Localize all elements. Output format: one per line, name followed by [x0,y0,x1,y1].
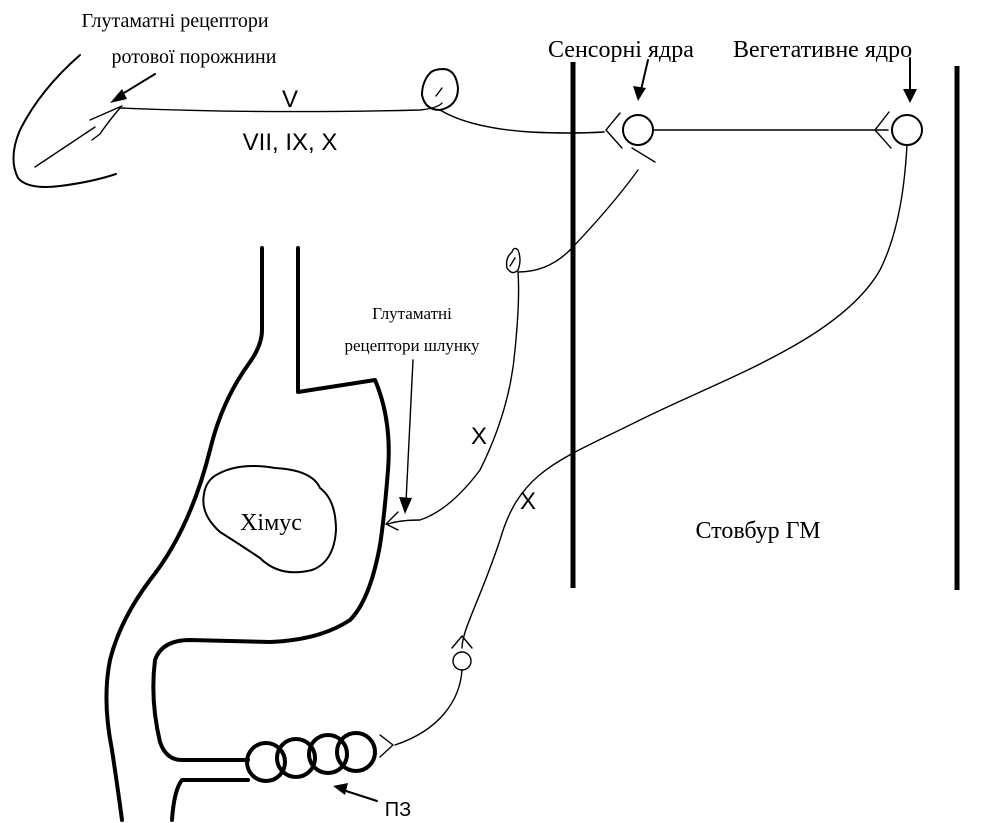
oral-cavity-tip-line [90,106,122,120]
gi-left-wall [106,248,262,820]
oral-receptors-label-line2: ротової порожнини [112,46,277,68]
stomach-receptors-label-line2: рецептори шлунку [344,336,480,355]
pancreas-synapse [380,735,393,757]
oral-central-fiber [440,110,604,133]
nerve-x-afferent-label: X [471,423,487,450]
stomach-receptors-arrow [399,360,413,514]
oral-cavity [13,55,122,187]
oral-cavity-outline [13,55,116,187]
brainstem-label: Стовбур ГМ [695,518,820,544]
vagal-central-fiber [518,170,638,272]
sensory-nuclei-label: Сенсорні ядра [548,37,694,63]
stomach-receptor-ending [386,512,398,530]
oral-receptors-arrow [110,74,155,103]
gi-right-wall [153,248,388,760]
vegetative-nucleus-soma [892,115,922,145]
nerve-x-efferent-label: X [520,488,536,515]
nerves-vii-ix-x-label: VII, IX, X [243,129,338,156]
nerve-v-label: V [282,86,298,113]
pancreas-arrow [333,783,377,801]
oral-cavity-inner-line [35,127,95,167]
pancreas-label: ПЗ [385,799,411,821]
chyme-label: Хімус [240,510,302,536]
postganglionic-fiber [395,670,462,745]
peripheral-ganglion [452,636,472,670]
sensory-nucleus-neuron [606,113,888,162]
efferent-vagal-fiber [462,145,907,648]
stomach-receptors-label-line1: Глутаматні [372,304,452,323]
oral-receptors-label-line1: Глутаматні рецептори [81,10,268,32]
oral-sensory-ganglion [422,69,458,110]
sensory-nucleus-soma [623,115,653,145]
sensory-nuclei-arrow [633,60,648,101]
gi-lower-wall [172,780,248,820]
vegetative-nucleus-label: Вегетативне ядро [733,37,912,63]
pancreas [247,733,375,781]
vegetative-nucleus-arrow [903,58,917,103]
